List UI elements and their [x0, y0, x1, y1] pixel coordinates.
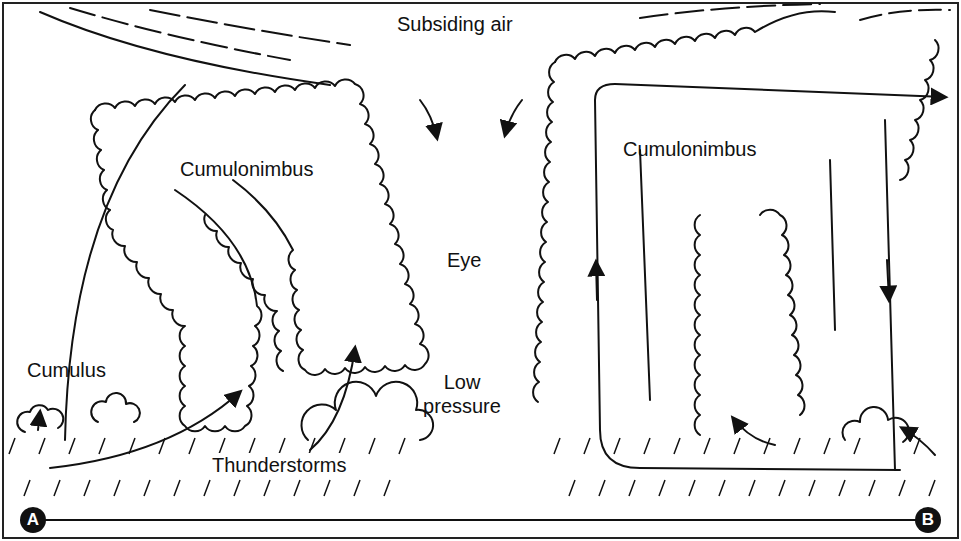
outflow-streamline — [640, 4, 820, 18]
rain-hatching — [9, 438, 935, 496]
airflow-lines — [38, 4, 950, 470]
cross-section-line — [33, 519, 928, 521]
left-anvil-cloud — [95, 80, 429, 375]
low-cloud — [301, 382, 433, 440]
cumulus-cloud — [842, 407, 908, 442]
updraft-line — [65, 85, 185, 440]
cloud-streak — [640, 150, 835, 400]
endpoint-marker — [20, 507, 46, 533]
cumulus-cloud — [91, 393, 140, 422]
circulation-loop — [595, 84, 900, 470]
endpoint-letter: A — [20, 508, 46, 532]
endpoint-letter: B — [915, 508, 941, 532]
downdraft-arrow — [887, 260, 889, 300]
cumulus-cloud — [17, 405, 63, 432]
subsiding-arrow — [505, 100, 522, 135]
left-inner-cloud — [204, 215, 283, 371]
cloud-label: Cumulonimbus — [623, 137, 773, 161]
subsiding-arrow — [420, 100, 437, 138]
downdraft-line — [885, 120, 895, 470]
right-eyewall-cloud — [533, 62, 555, 402]
annotation-label: Eye — [447, 248, 497, 272]
right-anvil-top — [555, 11, 835, 62]
right-inner-cloud — [760, 210, 804, 415]
cloud-outlines — [17, 11, 938, 442]
outflow-streamline — [150, 10, 350, 45]
cloud-label: Cumulus — [27, 358, 127, 382]
frame — [3, 3, 958, 538]
cloud-label: Cumulonimbus — [180, 157, 330, 181]
outflow-streamline — [860, 10, 950, 20]
right-inner-cloud — [695, 215, 700, 435]
annotation-label: Thunderstorms — [210, 453, 349, 477]
circulation-arrow — [615, 84, 945, 97]
endpoint-marker — [915, 507, 941, 533]
annotation-label: Low pressure — [412, 370, 512, 418]
updraft-arrow — [38, 412, 40, 430]
circulation-arrow — [596, 262, 597, 300]
inflow-arrow — [310, 348, 355, 450]
outflow-streamline — [40, 12, 330, 85]
annotation-label: Subsiding air — [397, 12, 537, 36]
right-anvil-edge — [900, 40, 939, 180]
